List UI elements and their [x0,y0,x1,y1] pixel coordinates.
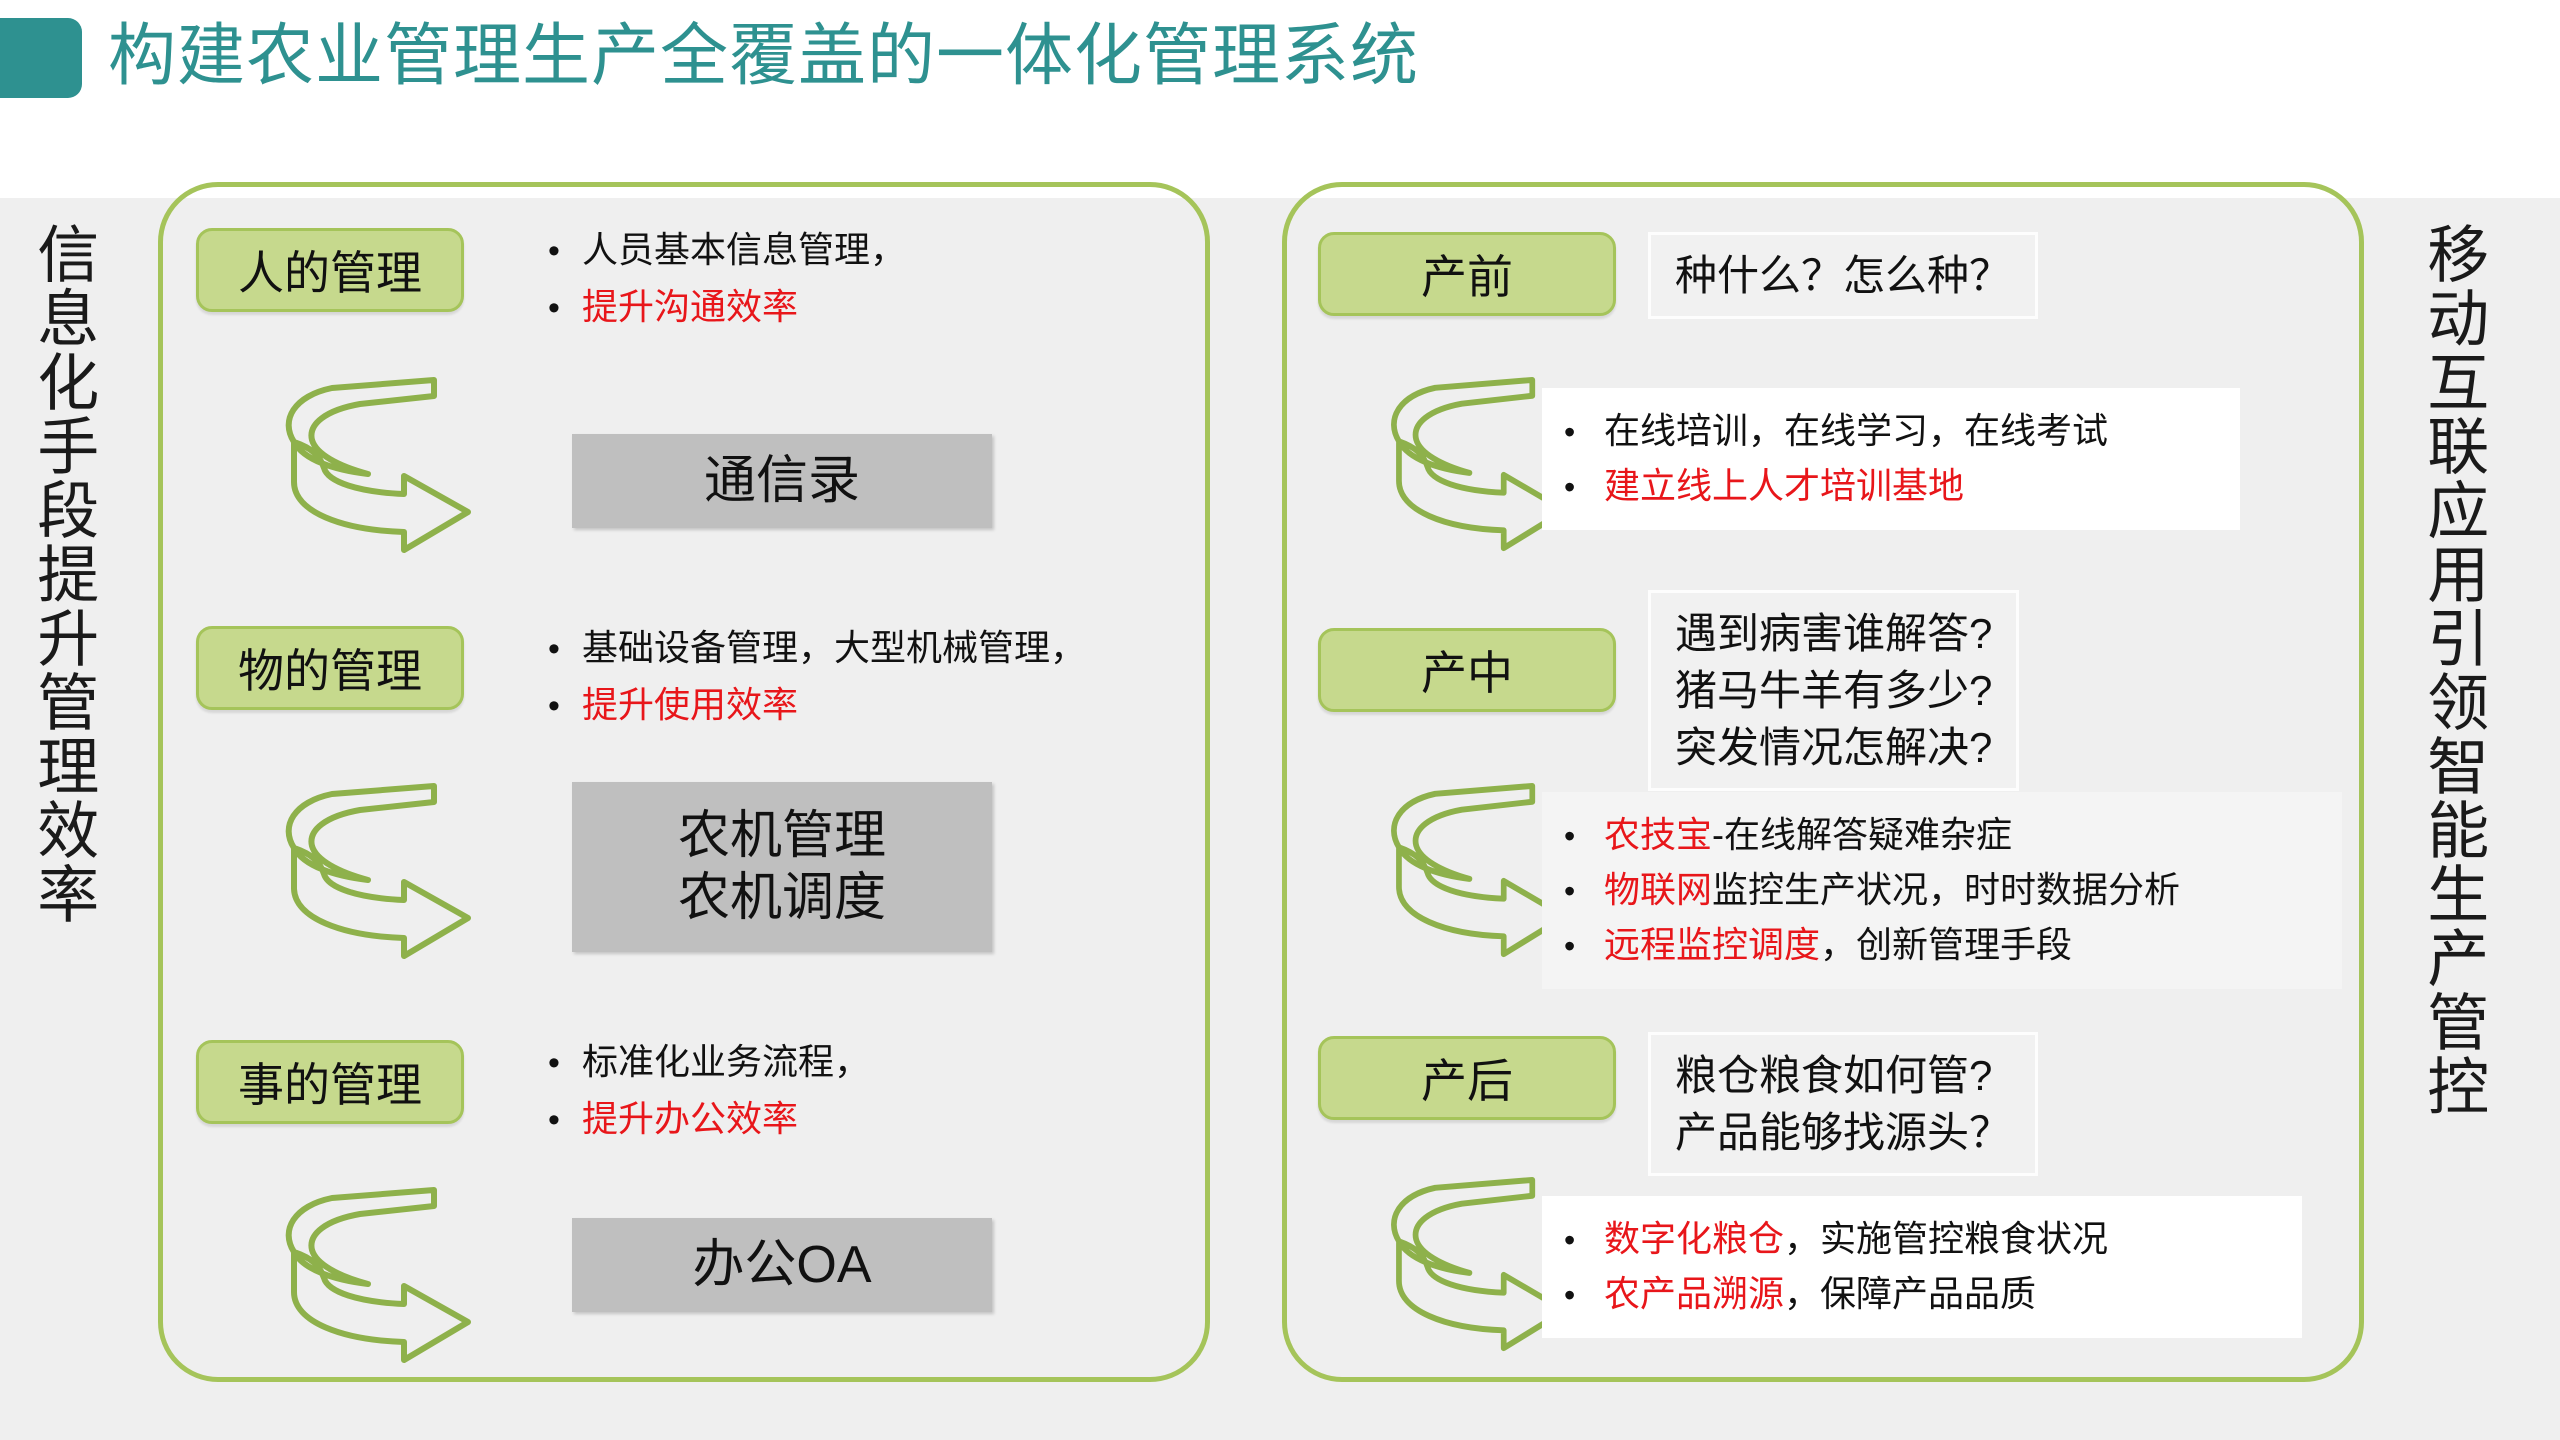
bullet-row: • 标准化业务流程， [548,1034,870,1091]
answer-highlight: 农产品溯源 [1604,1273,1785,1314]
bullets-asset-management: • 基础设备管理，大型机械管理， • 提升使用效率 [548,620,1086,734]
left-panel-frame [158,182,1210,1382]
bullet-dot-icon: • [548,232,560,270]
page-title: 构建农业管理生产全覆盖的一体化管理系统 [108,18,1420,94]
bullet-row: • 基础设备管理，大型机械管理， [548,620,1086,677]
service-box-machinery[interactable]: 农机管理 农机调度 [572,782,992,952]
question-line: 遇到病害谁解答? [1675,610,1993,657]
bullet-dot-icon: • [1564,1277,1576,1313]
bullets-people-management: • 人员基本信息管理， • 提升沟通效率 [548,222,906,336]
bullet-dot-icon: • [1564,928,1576,964]
bullet-text: 人员基本信息管理， [582,229,907,270]
answer-row: • 农产品溯源，保障产品品质 [1564,1267,2276,1322]
bullet-dot-icon: • [548,1101,560,1139]
chip-stage-in-production[interactable]: 产中 [1318,628,1616,712]
spiral-arrow-icon [1378,1172,1578,1360]
chip-stage-pre-production[interactable]: 产前 [1318,232,1616,316]
answer-highlight: 数字化粮仓 [1604,1218,1785,1259]
answer-text: 在线培训，在线学习，在线考试 [1604,410,2109,451]
chip-people-management[interactable]: 人的管理 [196,228,464,312]
answer-highlight: 远程监控调度 [1604,924,1821,965]
bullet-text: 提升沟通效率 [582,286,799,327]
question-box-in-production: 遇到病害谁解答? 猪马牛羊有多少? 突发情况怎解决? [1648,590,2020,791]
bullet-text: 标准化业务流程， [582,1041,871,1082]
spiral-arrow-icon [1378,372,1578,560]
spiral-arrow-icon [272,372,482,562]
bullet-dot-icon: • [1564,818,1576,854]
bullet-row: • 提升沟通效率 [548,279,906,336]
question-line: 粮仓粮食如何管? [1675,1052,1993,1099]
answer-box-pre-production: • 在线培训，在线学习，在线考试 • 建立线上人才培训基地 [1542,388,2240,530]
answer-text: ，创新管理手段 [1820,924,2073,965]
question-line: 猪马牛羊有多少? [1675,667,1993,714]
bullet-row: • 人员基本信息管理， [548,222,906,279]
answer-row: • 数字化粮仓，实施管控粮食状况 [1564,1212,2276,1267]
answer-text: -在线解答疑难杂症 [1712,814,2013,855]
answer-row: • 远程监控调度，创新管理手段 [1564,918,2316,973]
service-box-contacts[interactable]: 通信录 [572,434,992,528]
service-label: 农机调度 [677,869,886,927]
answer-row: • 物联网监控生产状况，时时数据分析 [1564,863,2316,918]
answer-text: 监控生产状况，时时数据分析 [1712,869,2181,910]
right-panel-frame [1282,182,2364,1382]
bullet-dot-icon: • [548,1044,560,1082]
chip-asset-management[interactable]: 物的管理 [196,626,464,710]
service-box-oa[interactable]: 办公OA [572,1218,992,1312]
bullet-text: 提升办公效率 [582,1098,799,1139]
chip-affairs-management[interactable]: 事的管理 [196,1040,464,1124]
question-box-pre-production: 种什么？怎么种？ [1648,232,2039,319]
bullets-affairs-management: • 标准化业务流程， • 提升办公效率 [548,1034,870,1148]
bullet-text: 基础设备管理，大型机械管理， [582,627,1087,668]
spiral-arrow-icon [272,778,482,968]
answer-box-post-production: • 数字化粮仓，实施管控粮食状况 • 农产品溯源，保障产品品质 [1542,1196,2302,1338]
bullet-dot-icon: • [1564,414,1576,450]
answer-text: 建立线上人才培训基地 [1604,465,1965,506]
bullet-dot-icon: • [1564,873,1576,909]
right-vertical-caption: 移动互联应用引领智能生产管控 [2417,222,2487,1118]
bullet-text: 提升使用效率 [582,684,799,725]
bullet-dot-icon: • [1564,469,1576,505]
bullet-dot-icon: • [548,289,560,327]
answer-text: ，实施管控粮食状况 [1784,1218,2109,1259]
bullet-dot-icon: • [1564,1222,1576,1258]
service-label: 农机管理 [677,807,886,865]
bullet-dot-icon: • [548,630,560,668]
question-line: 产品能够找源头？ [1675,1109,2012,1156]
answer-box-in-production: • 农技宝-在线解答疑难杂症 • 物联网监控生产状况，时时数据分析 • 远程监控… [1542,792,2342,989]
chip-stage-post-production[interactable]: 产后 [1318,1036,1616,1120]
answer-row: • 在线培训，在线学习，在线考试 [1564,404,2214,459]
service-label: 通信录 [703,452,860,510]
answer-row: • 农技宝-在线解答疑难杂症 [1564,808,2316,863]
question-line: 突发情况怎解决? [1675,724,1993,771]
answer-row: • 建立线上人才培训基地 [1564,459,2214,514]
question-line: 种什么？怎么种？ [1675,252,2012,299]
question-box-post-production: 粮仓粮食如何管? 产品能够找源头？ [1648,1032,2039,1176]
answer-highlight: 物联网 [1604,869,1713,910]
spiral-arrow-icon [272,1182,482,1372]
service-label: 办公OA [692,1236,872,1294]
title-accent-bar [0,18,82,98]
bullet-dot-icon: • [548,687,560,725]
left-vertical-caption: 信息化手段提升管理效率 [27,222,97,926]
bullet-row: • 提升使用效率 [548,677,1086,734]
answer-text: ，保障产品品质 [1784,1273,2037,1314]
bullet-row: • 提升办公效率 [548,1091,870,1148]
answer-highlight: 农技宝 [1604,814,1713,855]
spiral-arrow-icon [1378,778,1578,966]
